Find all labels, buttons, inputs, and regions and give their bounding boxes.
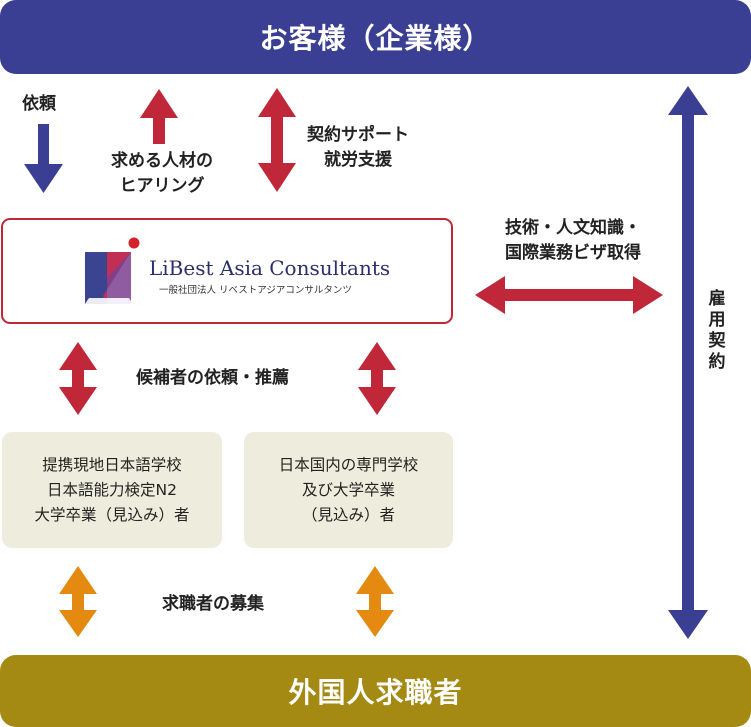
card-line: （見込み）者 — [301, 505, 395, 524]
visa-label-line1: 技術・人文知識・ — [505, 218, 641, 238]
company-name: LiBest Asia Consultants — [149, 256, 391, 280]
visa-label-line2: 国際業務ビザ取得 — [505, 243, 641, 263]
hearing-label: 求める人材の ヒアリング — [97, 149, 227, 199]
card-line: 提携現地日本語学校 — [42, 455, 182, 474]
client-company-title: お客様（企業様） — [259, 22, 492, 55]
recruit-label: 求職者の募集 — [162, 594, 264, 614]
hearing-arrow-up — [140, 89, 178, 144]
employment-double-arrow — [668, 86, 708, 639]
support-double-arrow — [258, 88, 296, 192]
foreign-jobseeker-bar: 外国人求職者 — [0, 655, 751, 727]
company-box: LiBest Asia Consultants 一般社団法人 リベストアジアコン… — [1, 218, 453, 324]
recruit-arrow-left — [59, 566, 97, 637]
support-label: 契約サポート 就労支援 — [302, 123, 414, 173]
domestic-school-card: 日本国内の専門学校 及び大学卒業 （見込み）者 — [244, 432, 453, 548]
recommend-arrow-right — [358, 342, 396, 415]
recommend-arrow-left — [59, 342, 97, 415]
partner-school-card: 提携現地日本語学校 日本語能力検定N2 大学卒業（見込み）者 — [2, 432, 222, 548]
hearing-label-line1: 求める人材の — [111, 151, 213, 171]
request-arrow-down — [24, 124, 63, 193]
card-line: 日本国内の専門学校 — [278, 455, 419, 474]
visa-horizontal-arrow — [475, 276, 663, 314]
hearing-label-line2: ヒアリング — [119, 176, 205, 196]
company-subtitle: 一般社団法人 リベストアジアコンサルタンツ — [159, 285, 352, 296]
card-line: 日本語能力検定N2 — [47, 480, 177, 499]
company-logo — [85, 237, 140, 304]
support-label-line2: 就労支援 — [324, 150, 392, 170]
card-line: 及び大学卒業 — [301, 480, 395, 499]
recommend-label: 候補者の依頼・推薦 — [136, 368, 289, 388]
request-label: 依頼 — [22, 94, 56, 114]
recruit-arrow-right — [356, 566, 394, 637]
client-company-bar: お客様（企業様） — [0, 0, 751, 74]
foreign-jobseeker-title: 外国人求職者 — [288, 676, 463, 709]
visa-label: 技術・人文知識・ 国際業務ビザ取得 — [478, 216, 668, 266]
card-line: 大学卒業（見込み）者 — [34, 505, 190, 524]
employment-label: 雇用契約 — [708, 289, 726, 372]
support-label-line1: 契約サポート — [307, 125, 409, 145]
